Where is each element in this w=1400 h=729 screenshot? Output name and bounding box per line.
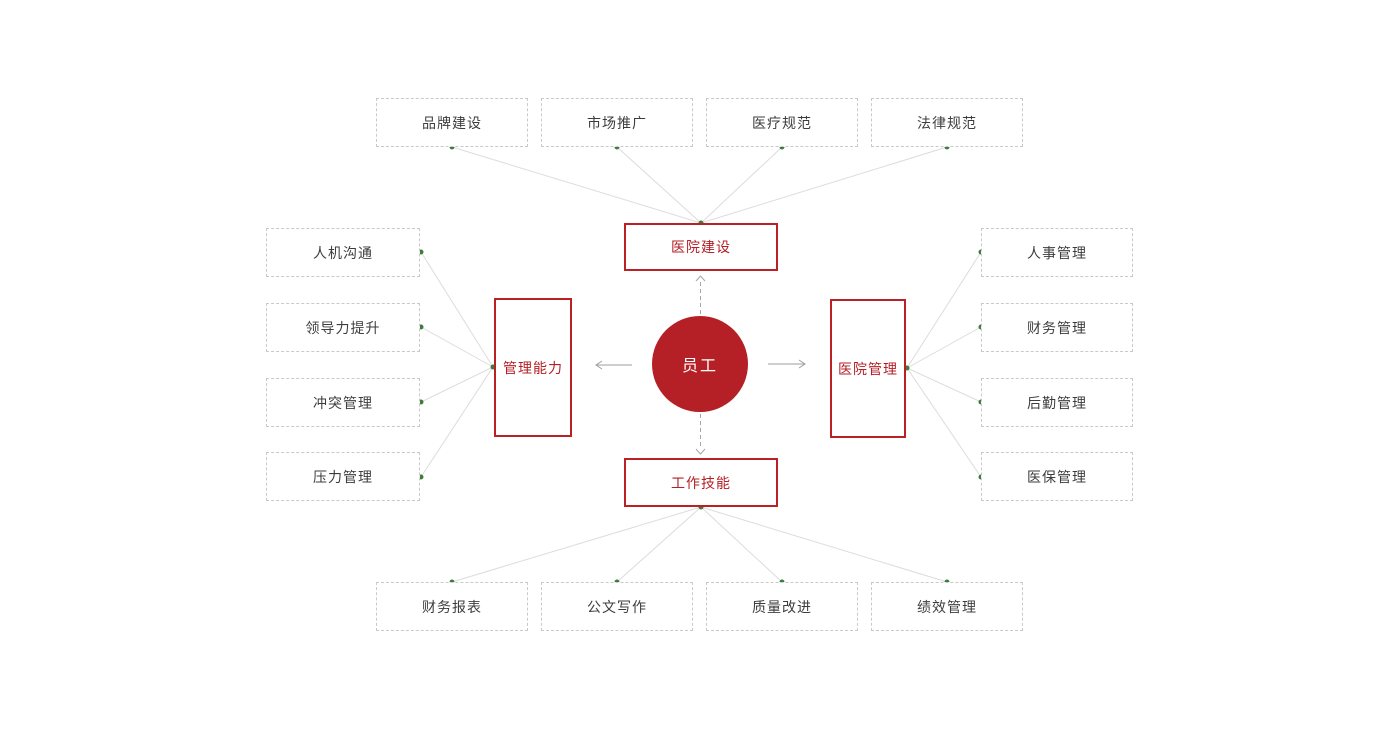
leaf-label: 医疗规范	[752, 114, 812, 131]
leaf-node-market-promotion: 市场推广	[541, 98, 693, 147]
branch-node-management-ability: 管理能力	[494, 298, 572, 437]
leaf-node-medical-standards: 医疗规范	[706, 98, 858, 147]
leaf-label: 公文写作	[587, 598, 647, 615]
center-node-label: 员工	[681, 358, 718, 375]
branch-label: 管理能力	[503, 359, 563, 376]
leaf-node-conflict-management: 冲突管理	[266, 378, 420, 427]
branch-label: 医院建设	[671, 239, 731, 255]
leaf-label: 后勤管理	[1027, 394, 1087, 411]
leaf-node-financial-statements: 财务报表	[376, 582, 528, 631]
leaf-label: 冲突管理	[313, 394, 373, 411]
leaf-label: 医保管理	[1027, 468, 1087, 485]
leaf-node-medical-insurance-management: 医保管理	[981, 452, 1133, 501]
branch-label: 工作技能	[671, 474, 731, 491]
leaf-label: 人机沟通	[313, 244, 373, 261]
leaf-node-financial-management: 财务管理	[981, 303, 1133, 352]
leaf-node-personnel-management: 人事管理	[981, 228, 1133, 277]
leaf-label: 质量改进	[752, 598, 812, 615]
fan-lines-right	[906, 251, 982, 478]
leaf-node-official-document-writing: 公文写作	[541, 582, 693, 631]
arrow-left	[595, 360, 632, 370]
arrow-right	[768, 359, 806, 369]
leaf-label: 财务管理	[1027, 319, 1087, 336]
leaf-node-human-machine-communication: 人机沟通	[266, 228, 420, 277]
leaf-node-logistics-management: 后勤管理	[981, 378, 1133, 427]
leaf-label: 财务报表	[422, 598, 482, 615]
leaf-label: 绩效管理	[917, 598, 977, 615]
leaf-label: 压力管理	[313, 468, 373, 485]
branch-node-work-skills: 工作技能	[624, 458, 778, 507]
fan-lines-left	[420, 251, 494, 478]
center-node-employee: 员工	[652, 316, 748, 412]
leaf-node-stress-management: 压力管理	[266, 452, 420, 501]
leaf-label: 市场推广	[587, 114, 647, 131]
arrow-up-dashed	[695, 275, 706, 314]
leaf-node-leadership-improvement: 领导力提升	[266, 303, 420, 352]
leaf-label: 领导力提升	[305, 319, 381, 336]
leaf-node-legal-standards: 法律规范	[871, 98, 1023, 147]
leaf-node-performance-management: 绩效管理	[871, 582, 1023, 631]
fan-lines-top	[451, 146, 948, 224]
leaf-label: 法律规范	[917, 114, 977, 131]
branch-node-hospital-management: 医院管理	[830, 299, 906, 438]
fan-lines-bottom	[451, 506, 948, 583]
leaf-node-quality-improvement: 质量改进	[706, 582, 858, 631]
leaf-label: 人事管理	[1027, 244, 1087, 261]
arrow-down-dashed	[695, 414, 706, 455]
branch-label: 医院管理	[838, 360, 898, 377]
leaf-label: 品牌建设	[422, 114, 482, 131]
leaf-node-brand-building: 品牌建设	[376, 98, 528, 147]
branch-node-hospital-construction: 医院建设	[624, 223, 778, 271]
